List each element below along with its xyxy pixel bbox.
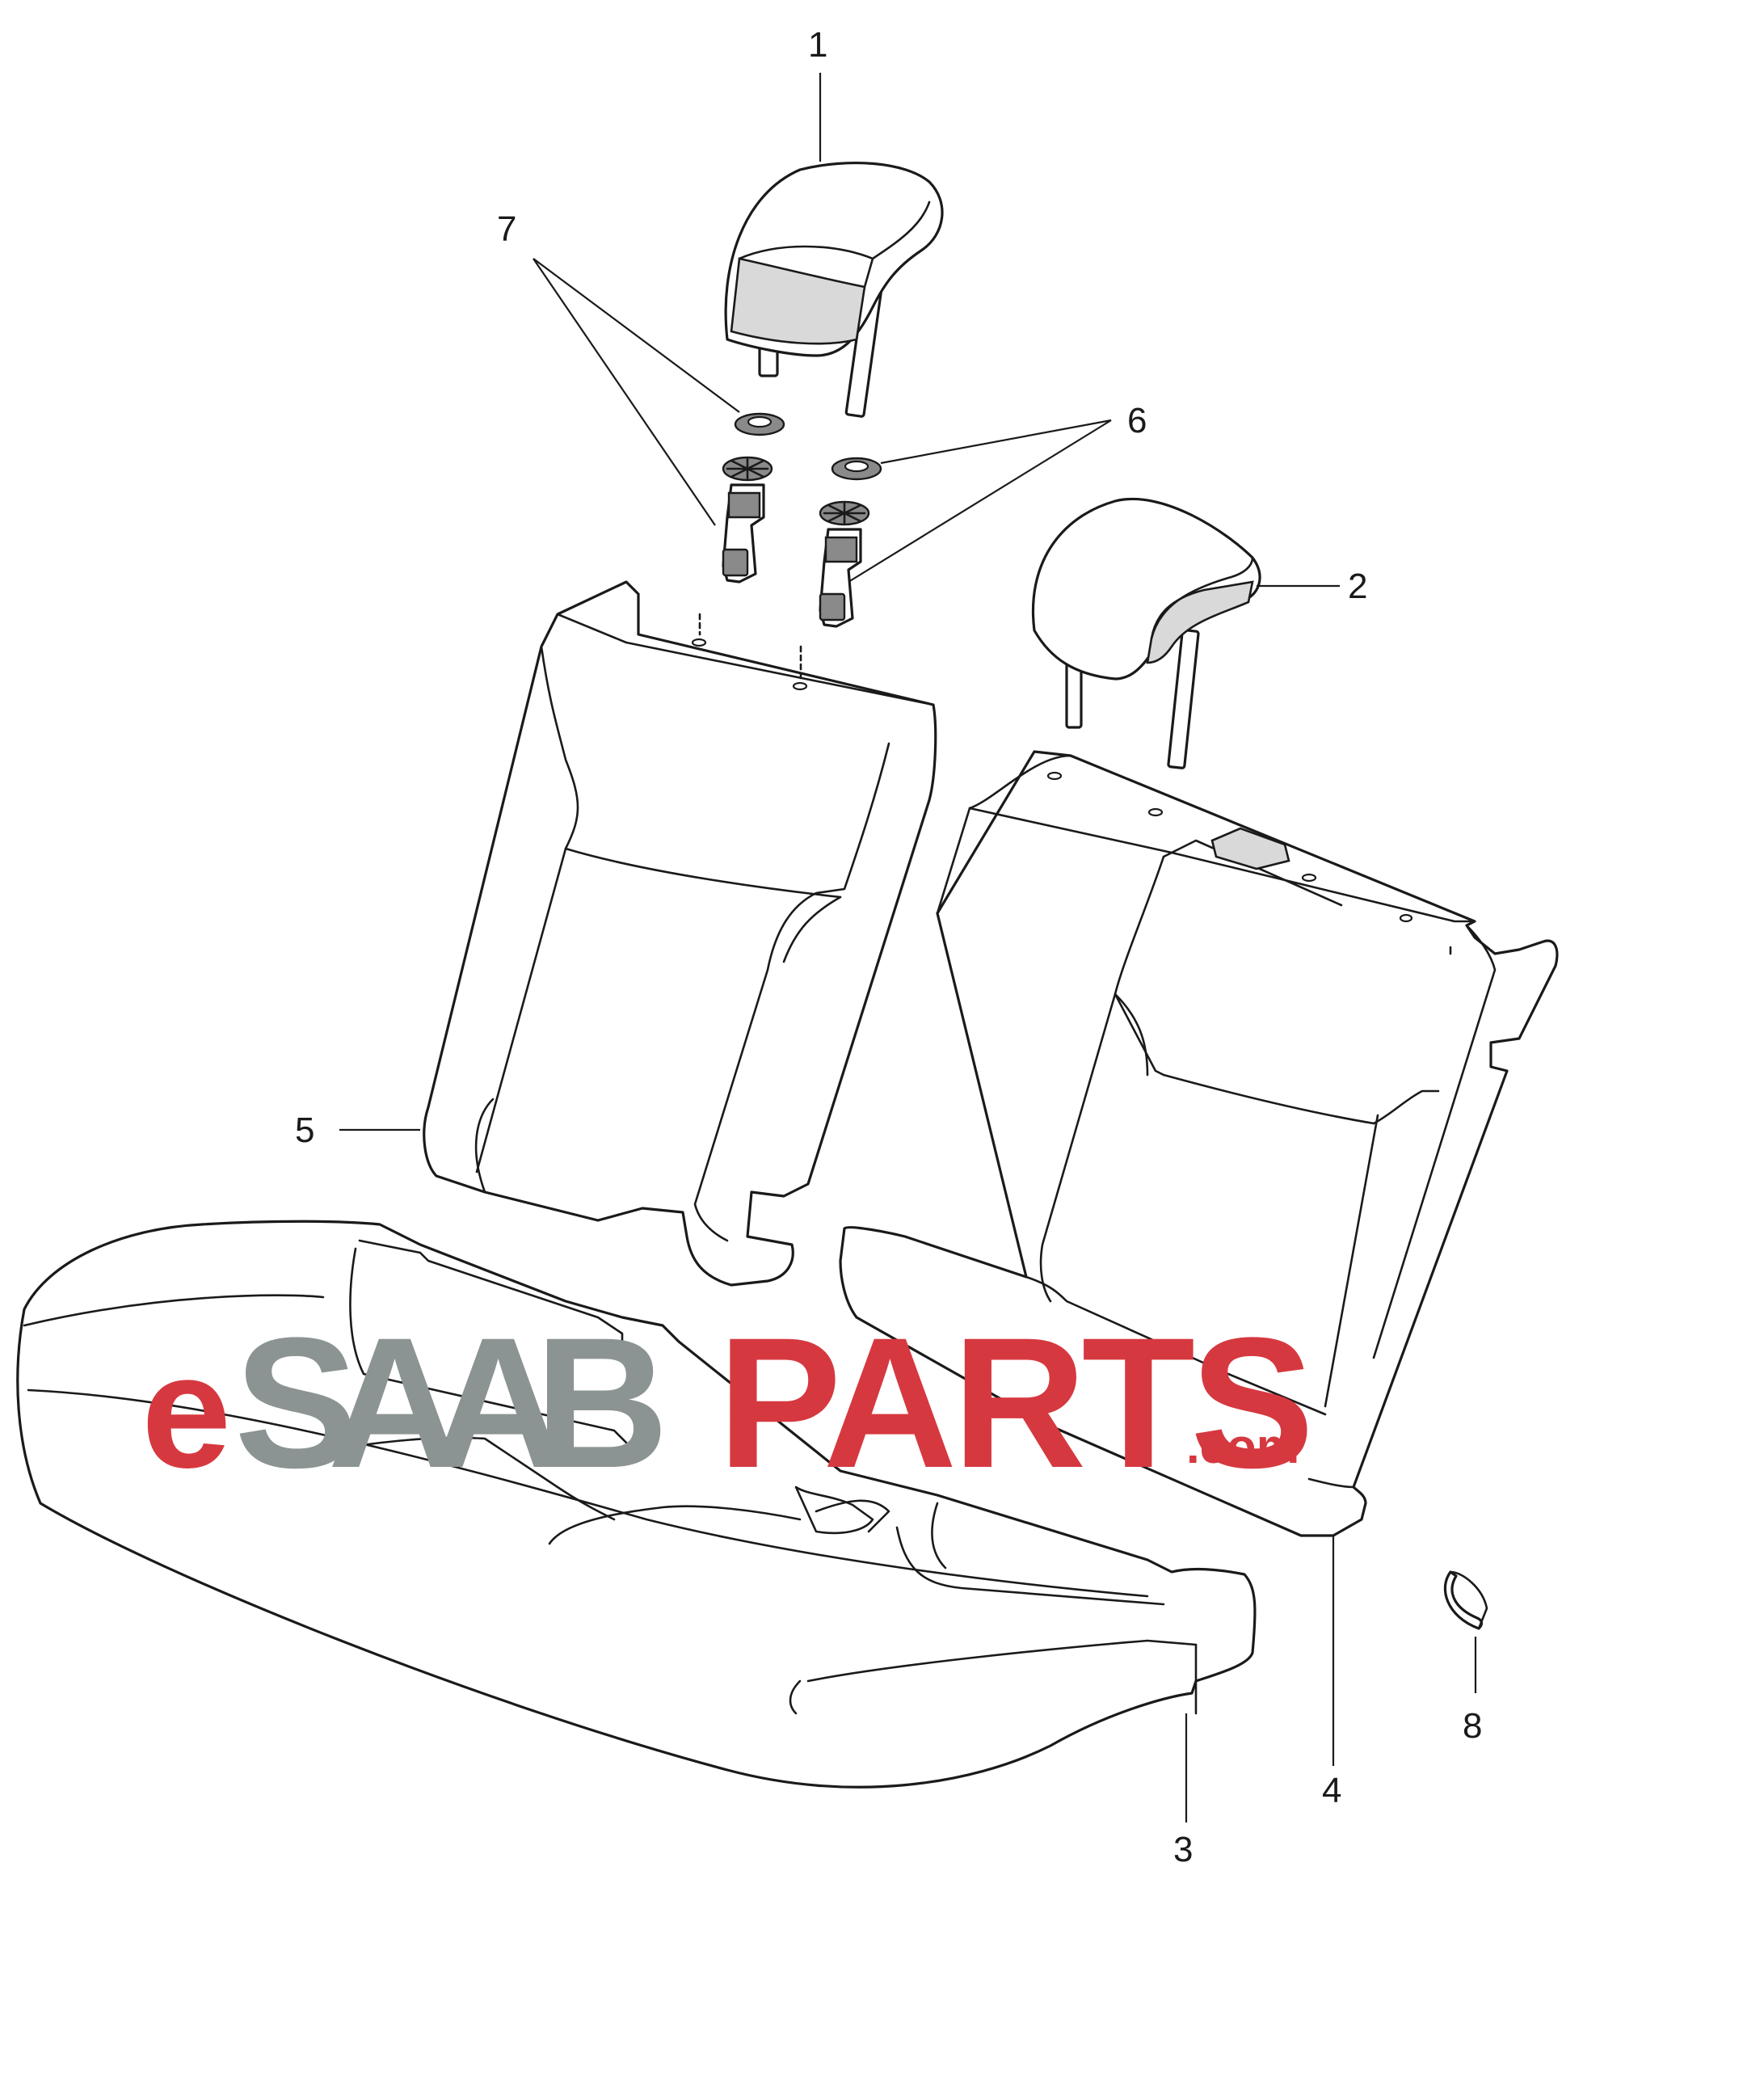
- clip-ring-part: [1443, 1570, 1488, 1630]
- callout-6: 6: [1127, 401, 1147, 440]
- callout-4: 4: [1322, 1771, 1341, 1810]
- watermark-prefix: e: [141, 1321, 231, 1502]
- callout-3: 3: [1173, 1830, 1193, 1869]
- callout-2: 2: [1348, 567, 1367, 606]
- watermark-brand: SAAB: [234, 1299, 661, 1506]
- callout-7: 7: [497, 209, 516, 249]
- leader-lines: [339, 73, 1477, 1822]
- headrest-guides-left: [722, 412, 785, 584]
- watermark-suffix: PARTS: [718, 1299, 1309, 1506]
- right-seatback-part: [839, 750, 1559, 1537]
- callout-8: 8: [1463, 1706, 1482, 1746]
- left-seatback-part: [423, 580, 937, 1287]
- callout-labels: 1 2 3 4 5 6 7 8: [295, 25, 1482, 1869]
- watermark-tld: .com: [1186, 1419, 1299, 1473]
- headrest-guides-right: [819, 457, 882, 628]
- headrest-1-part: [724, 161, 944, 418]
- callout-1: 1: [808, 25, 827, 65]
- headrest-2-part: [1031, 497, 1261, 769]
- callout-5: 5: [295, 1110, 314, 1150]
- esaabparts-watermark-logo: e SAAB PARTS .com: [141, 1299, 1314, 1506]
- seat-cushion-part: [16, 1220, 1257, 1789]
